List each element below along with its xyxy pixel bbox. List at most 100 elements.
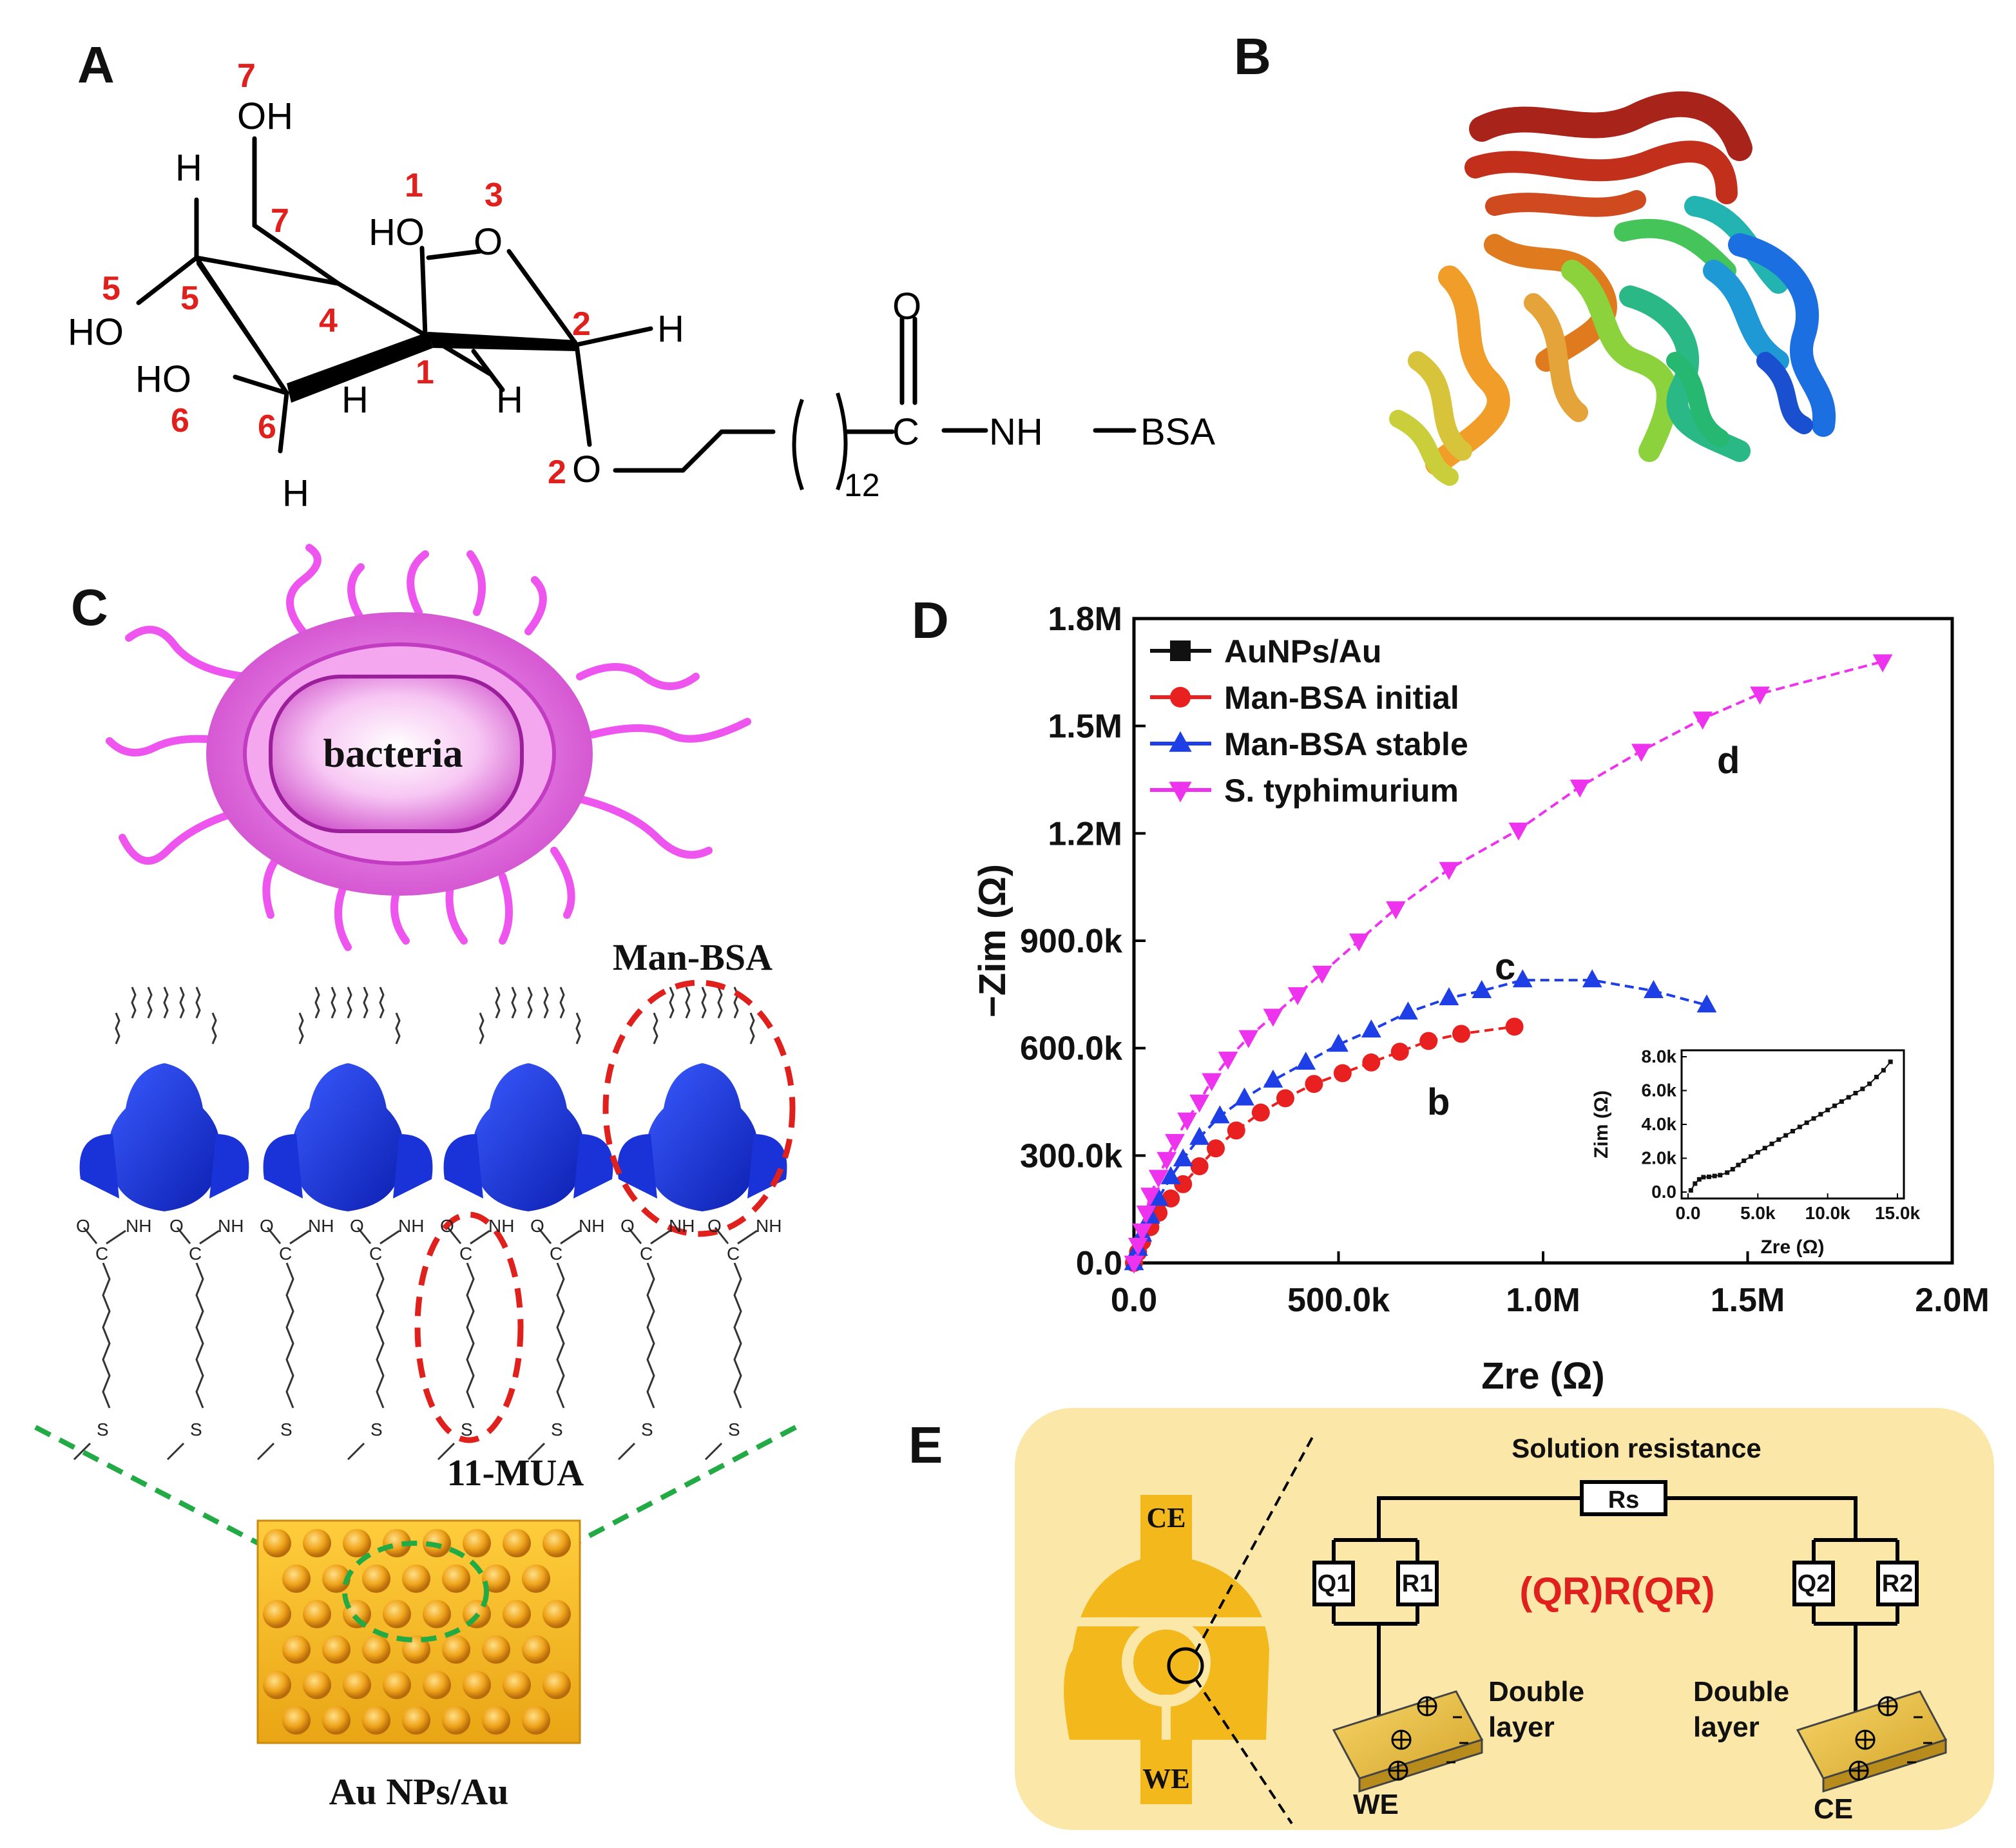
solution-resistance-label: Solution resistance bbox=[1512, 1433, 1761, 1463]
data-point bbox=[1189, 1126, 1209, 1145]
atom-h1: H bbox=[175, 147, 202, 189]
au-nanoparticle bbox=[482, 1635, 510, 1664]
au-nanoparticle bbox=[503, 1600, 531, 1628]
inset-data-point bbox=[1769, 1141, 1774, 1146]
inset-data-point bbox=[1839, 1099, 1844, 1104]
q1-element bbox=[1312, 1561, 1355, 1606]
ce-electrode-label: CE bbox=[1814, 1793, 1853, 1825]
mua-nh-1: NH bbox=[126, 1216, 151, 1236]
data-point bbox=[1202, 1073, 1222, 1092]
au-nanoparticle bbox=[383, 1671, 411, 1699]
mua-s-6: S bbox=[551, 1420, 563, 1439]
structure-bold-bond-2 bbox=[428, 332, 577, 351]
inset-x-tick-label: 5.0k bbox=[1740, 1203, 1776, 1223]
annotation-d: d bbox=[1717, 740, 1740, 782]
panel-label-a: A bbox=[77, 36, 115, 93]
inset-data-point bbox=[1701, 1175, 1706, 1180]
mua-nh-4: NH bbox=[398, 1216, 424, 1236]
x-tick-label: 1.5M bbox=[1711, 1282, 1785, 1319]
man-bsa-unit-3 bbox=[443, 987, 613, 1211]
au-nanoparticle bbox=[463, 1671, 491, 1699]
data-point bbox=[1234, 1087, 1254, 1106]
au-nanoparticle bbox=[303, 1671, 331, 1699]
data-point bbox=[1512, 969, 1533, 988]
au-nanoparticle bbox=[362, 1564, 390, 1593]
legend-label: Man-BSA stable bbox=[1224, 726, 1468, 762]
circuit-labels: Solution resistance Rs Q1 R1 Q2 R2 bbox=[1318, 1433, 1914, 1597]
panel-label-e: E bbox=[908, 1416, 943, 1474]
au-substrate bbox=[256, 1519, 581, 1744]
legend-item: Man-BSA initial bbox=[1150, 680, 1459, 716]
data-point bbox=[1472, 979, 1492, 998]
au-nanoparticle bbox=[362, 1635, 390, 1664]
inset-data-point bbox=[1725, 1170, 1730, 1175]
structure-bold-bond bbox=[287, 332, 433, 403]
au-nanoparticle bbox=[383, 1529, 411, 1557]
mua-s-2: S bbox=[190, 1420, 202, 1439]
data-point bbox=[1276, 1089, 1294, 1108]
data-point bbox=[1287, 987, 1308, 1006]
data-point bbox=[1136, 1206, 1157, 1224]
inset-x-tick-label: 0.0 bbox=[1676, 1203, 1701, 1223]
atom-bsa: BSA bbox=[1140, 411, 1215, 453]
data-point bbox=[1296, 1052, 1316, 1070]
num-7b: 7 bbox=[271, 202, 289, 240]
data-point bbox=[1177, 1112, 1197, 1131]
inset-data-point bbox=[1730, 1167, 1735, 1172]
num-2b: 2 bbox=[548, 454, 566, 491]
mua-c-2: C bbox=[189, 1244, 202, 1264]
man-bsa-unit-4 bbox=[617, 987, 787, 1211]
mua-o-7: O bbox=[620, 1216, 635, 1236]
inset-x-tick-label: 10.0k bbox=[1805, 1203, 1850, 1223]
chart-series bbox=[1124, 654, 1893, 1274]
data-point bbox=[1750, 686, 1770, 705]
chip-gap-1 bbox=[1063, 1617, 1269, 1626]
data-point bbox=[1173, 1148, 1193, 1167]
num-5b: 5 bbox=[180, 280, 199, 317]
au-nanoparticle bbox=[322, 1564, 350, 1593]
data-point bbox=[1693, 711, 1713, 730]
data-point bbox=[1218, 1052, 1238, 1070]
data-point bbox=[1174, 1175, 1193, 1193]
data-point bbox=[1872, 654, 1893, 673]
mua-c-4: C bbox=[369, 1244, 382, 1264]
data-point bbox=[1209, 1105, 1230, 1124]
mua-c-5: C bbox=[459, 1244, 472, 1264]
bacteria-label: bacteria bbox=[323, 732, 463, 776]
panel-label-c: C bbox=[71, 579, 108, 636]
legend-marker bbox=[1169, 782, 1192, 803]
au-nanoparticle bbox=[282, 1706, 311, 1735]
legend-item: S. typhimurium bbox=[1150, 773, 1459, 809]
chip-body bbox=[1064, 1495, 1269, 1804]
au-nanoparticle bbox=[542, 1671, 571, 1699]
q1-label: Q1 bbox=[1318, 1570, 1350, 1597]
man-bsa-units bbox=[79, 987, 787, 1211]
x-tick-label: 1.0M bbox=[1506, 1282, 1580, 1319]
inset-data-point bbox=[1888, 1059, 1893, 1064]
inset-data-point bbox=[1749, 1154, 1753, 1159]
data-point bbox=[1190, 1157, 1209, 1175]
au-nanoparticle bbox=[442, 1706, 470, 1735]
inset-data-point bbox=[1776, 1137, 1781, 1142]
au-nanoparticle bbox=[263, 1671, 291, 1699]
circuit-wires bbox=[1332, 1496, 1899, 1727]
we-electrode-label: WE bbox=[1353, 1789, 1399, 1820]
num-2a: 2 bbox=[572, 305, 591, 343]
au-nanoparticle bbox=[442, 1635, 470, 1664]
mua-s-4: S bbox=[370, 1420, 383, 1439]
rs-label: Rs bbox=[1608, 1487, 1640, 1514]
au-nanoparticle bbox=[503, 1529, 531, 1557]
data-point bbox=[1386, 901, 1406, 919]
chip-we-label: WE bbox=[1142, 1763, 1189, 1795]
y-tick-label: 900.0k bbox=[1020, 923, 1122, 960]
atom-h-bottom: H bbox=[282, 472, 309, 514]
zoom-lines bbox=[34, 1425, 797, 1594]
y-tick-label: 1.8M bbox=[1048, 601, 1122, 638]
inset-data-point bbox=[1718, 1173, 1723, 1178]
x-tick-label: 0.0 bbox=[1111, 1282, 1157, 1319]
atom-ho-mid: HO bbox=[135, 358, 191, 400]
q2-element bbox=[1792, 1561, 1835, 1606]
atom-oh-top: OH bbox=[237, 95, 293, 137]
